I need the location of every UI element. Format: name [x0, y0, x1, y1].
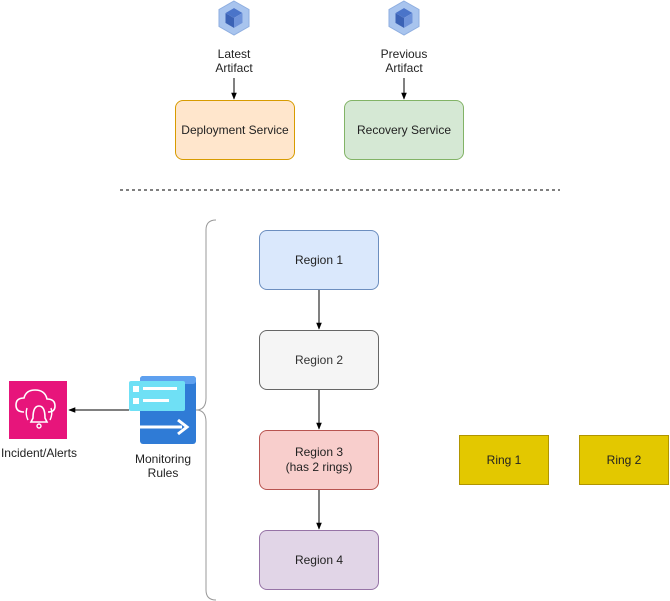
recovery-service-label: Recovery Service: [356, 122, 452, 137]
region-2-label: Region 2: [294, 352, 344, 367]
incident-alerts-icon: [9, 381, 67, 439]
deployment-service-label: Deployment Service: [181, 122, 289, 137]
regions-brace: [195, 219, 217, 601]
deployment-service-box[interactable]: Deployment Service: [175, 100, 295, 160]
region-3-label: Region 3 (has 2 rings): [285, 445, 353, 474]
region-4-box[interactable]: Region 4: [259, 530, 379, 590]
ring-1-label: Ring 1: [486, 452, 522, 467]
previous-artifact-label: Previous Artifact: [380, 47, 428, 75]
ring-2-label: Ring 2: [606, 452, 642, 467]
region-1-box[interactable]: Region 1: [259, 230, 379, 290]
monitoring-rules-icon: [129, 376, 196, 444]
region-3-box[interactable]: Region 3 (has 2 rings): [259, 430, 379, 490]
previous-artifact-icon: [388, 0, 420, 36]
region-2-box[interactable]: Region 2: [259, 330, 379, 390]
incident-alerts-label: Incident/Alerts: [0, 446, 78, 460]
latest-artifact-label: Latest Artifact: [215, 47, 253, 75]
monitoring-rules-label: Monitoring Rules: [134, 452, 192, 480]
ring-1-box[interactable]: Ring 1: [459, 435, 549, 485]
region-1-label: Region 1: [294, 252, 344, 267]
recovery-service-box[interactable]: Recovery Service: [344, 100, 464, 160]
latest-artifact-icon: [218, 0, 250, 36]
region-4-label: Region 4: [294, 552, 344, 567]
ring-2-box[interactable]: Ring 2: [579, 435, 669, 485]
